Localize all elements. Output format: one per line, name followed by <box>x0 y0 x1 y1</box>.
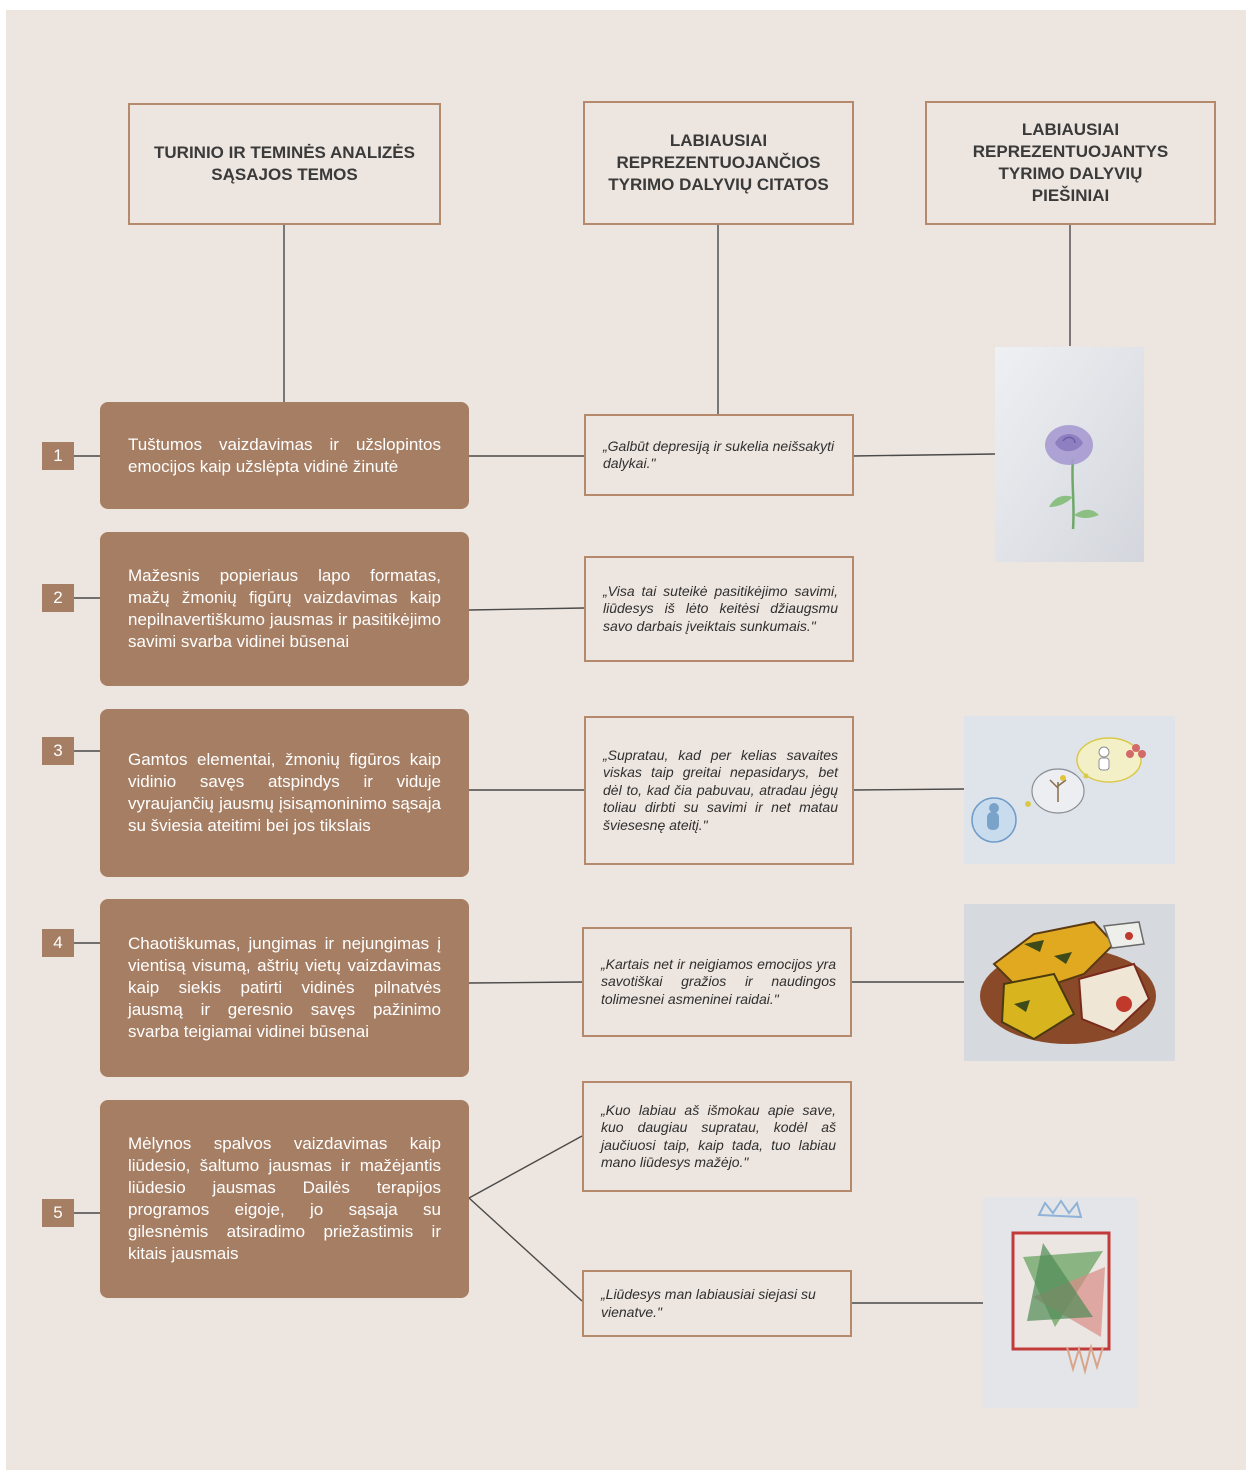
row-number-2: 2 <box>42 584 74 612</box>
quote-text-1: „Galbūt depresiją ir sukelia neišsakyti … <box>603 437 835 472</box>
quote-box-2: „Visa tai suteikė pasitikėjimo savimi, l… <box>584 556 854 662</box>
theme-text-4: Chaotiškumas, jungimas ir nejungimas į v… <box>128 934 441 1041</box>
connector-theme4-quote4 <box>468 981 583 984</box>
thought-bubbles-figures-drawing <box>964 716 1175 864</box>
theme-box-2: Mažesnis popieriaus lapo formatas, mažų … <box>100 532 469 686</box>
header-themes-label: TURINIO IR TEMINĖS ANALIZĖS SĄSAJOS TEMO… <box>154 143 415 184</box>
row-number-3: 3 <box>42 737 74 765</box>
quote-text-6: „Liūdesys man labiausiai siejasi su vien… <box>601 1286 816 1320</box>
header-drawings-label: LABIAUSIAI REPREZENTUOJANTYS TYRIMO DALY… <box>972 120 1169 205</box>
row-number-4: 4 <box>42 929 74 957</box>
red-square-triangles-drawing <box>983 1197 1137 1408</box>
quote-box-3: „Supratau, kad per kelias savaites viska… <box>584 716 854 865</box>
connector-theme5-quote5 <box>468 1135 583 1199</box>
header-quotes-label: LABIAUSIAI REPREZENTUOJANČIOS TYRIMO DAL… <box>608 131 829 194</box>
theme-box-4: Chaotiškumas, jungimas ir nejungimas į v… <box>100 899 469 1077</box>
theme-text-5: Mėlynos spalvos vaizdavimas kaip liūdesi… <box>128 1134 441 1263</box>
purple-rose-drawing <box>995 347 1144 562</box>
theme-box-3: Gamtos elementai, žmonių figūros kaip vi… <box>100 709 469 877</box>
header-themes: TURINIO IR TEMINĖS ANALIZĖS SĄSAJOS TEMO… <box>128 103 441 225</box>
theme-box-1: Tuštumos vaizdavimas ir užslopintos emoc… <box>100 402 469 509</box>
quote-box-4: „Kartais net ir neigiamos emocijos yra s… <box>582 927 852 1037</box>
chaotic-yellow-collage-drawing <box>964 904 1175 1061</box>
connector-theme2-quote2 <box>468 607 585 611</box>
header-drawings: LABIAUSIAI REPREZENTUOJANTYS TYRIMO DALY… <box>925 101 1216 225</box>
theme-text-3: Gamtos elementai, žmonių figūros kaip vi… <box>128 750 441 835</box>
quote-text-2: „Visa tai suteikė pasitikėjimo savimi, l… <box>603 582 838 634</box>
theme-text-1: Tuštumos vaizdavimas ir užslopintos emoc… <box>128 434 441 476</box>
connector-theme5-quote6 <box>468 1197 583 1302</box>
row-number-5: 5 <box>42 1199 74 1227</box>
quote-box-5: „Kuo labiau aš išmokau apie save, kuo da… <box>582 1081 852 1192</box>
theme-text-2: Mažesnis popieriaus lapo formatas, mažų … <box>128 566 441 651</box>
theme-box-5: Mėlynos spalvos vaizdavimas kaip liūdesi… <box>100 1100 469 1298</box>
quote-box-1: „Galbūt depresiją ir sukelia neišsakyti … <box>584 414 854 496</box>
quote-text-5: „Kuo labiau aš išmokau apie save, kuo da… <box>601 1101 836 1171</box>
quote-text-3: „Supratau, kad per kelias savaites viska… <box>603 746 838 833</box>
header-quotes: LABIAUSIAI REPREZENTUOJANČIOS TYRIMO DAL… <box>583 101 854 225</box>
connector-quote1-drawing1 <box>852 453 996 457</box>
quote-box-6: „Liūdesys man labiausiai siejasi su vien… <box>582 1270 852 1337</box>
row-number-1: 1 <box>42 442 74 470</box>
quote-text-4: „Kartais net ir neigiamos emocijos yra s… <box>601 955 836 1007</box>
connector-quote3-drawing2 <box>852 788 965 791</box>
